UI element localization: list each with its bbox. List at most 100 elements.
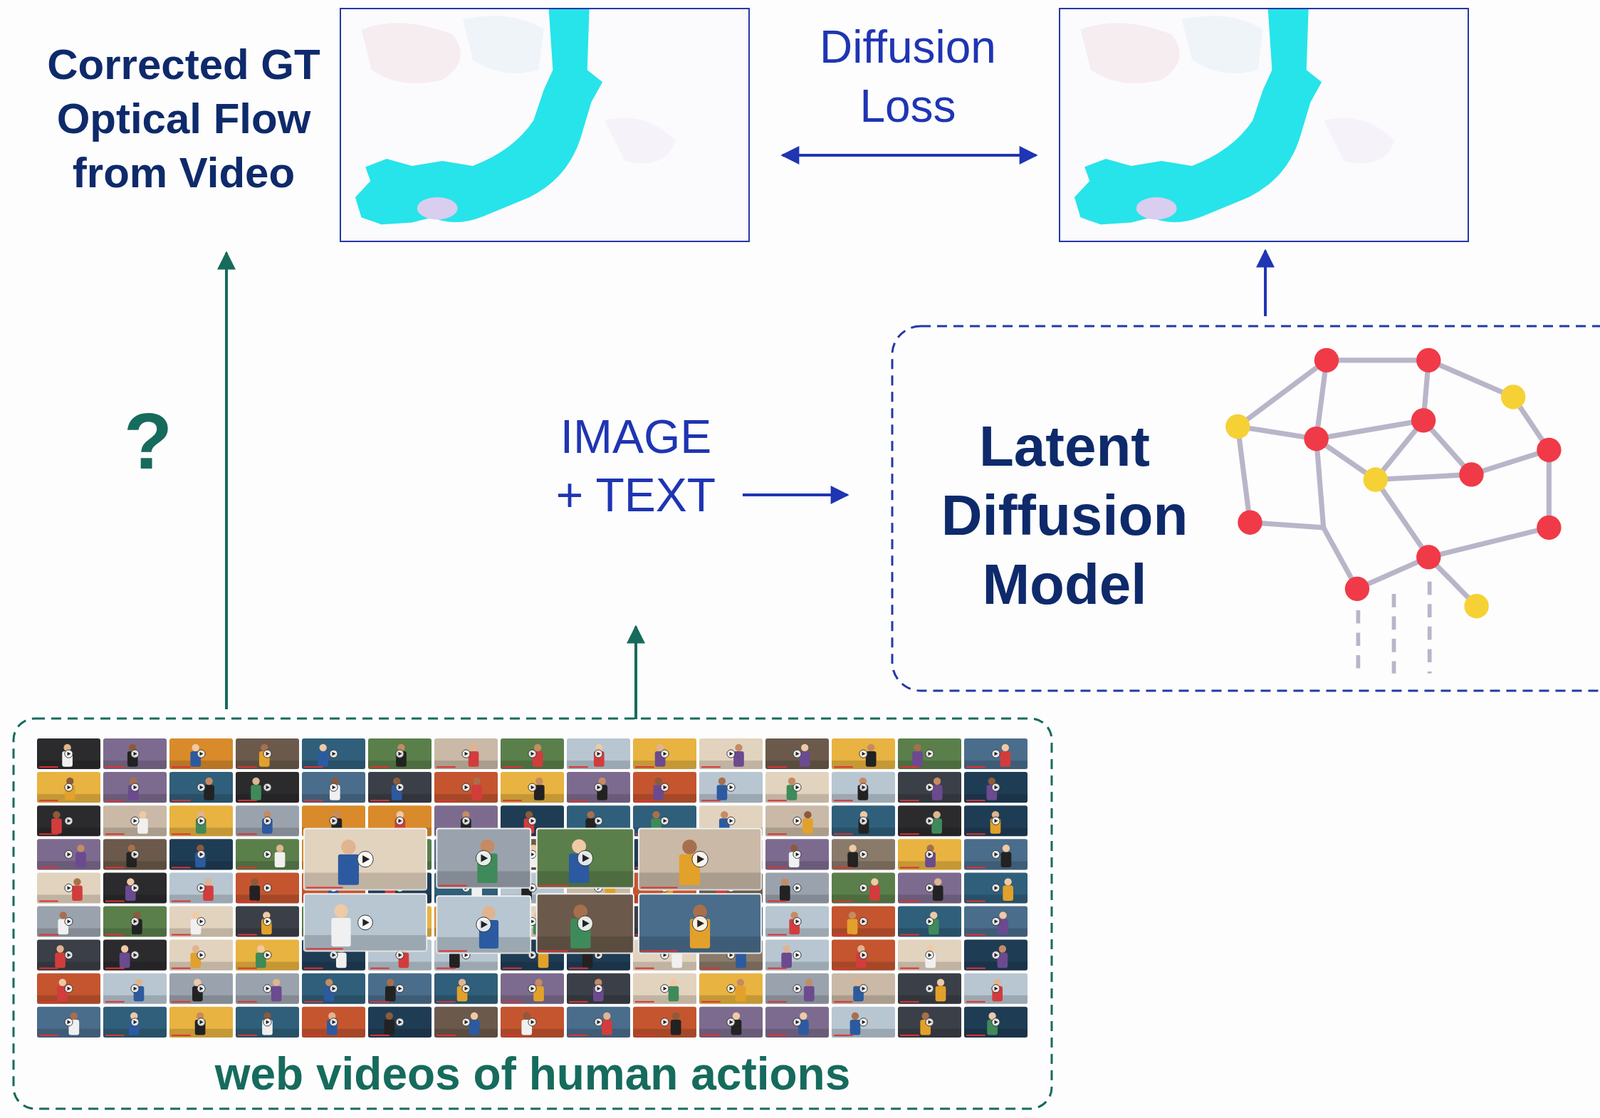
video-thumbnail	[301, 961, 366, 971]
video-thumbnail	[395, 749, 404, 758]
video-thumbnail	[103, 838, 167, 870]
video-thumbnail	[464, 986, 469, 991]
video-thumbnail	[103, 771, 167, 803]
video-thumbnail	[436, 895, 531, 953]
video-thumbnail	[436, 766, 456, 768]
video-thumbnail	[266, 818, 270, 824]
video-thumbnail	[332, 818, 337, 824]
video-thumbnail	[171, 799, 191, 802]
video-thumbnail	[765, 906, 829, 938]
video-thumbnail	[169, 793, 233, 803]
video-thumbnail	[859, 883, 868, 892]
video-thumbnail	[582, 854, 590, 863]
connector-arrow	[782, 153, 1037, 157]
video-thumbnail	[937, 978, 945, 986]
video-thumbnail	[169, 805, 233, 836]
network-icon-dashes	[1357, 581, 1430, 674]
video-thumbnail	[900, 967, 920, 970]
video-thumbnail	[434, 771, 498, 803]
video-thumbnail	[235, 872, 300, 903]
video-thumbnail	[692, 850, 708, 867]
network-icon-yellow-nodes	[1463, 593, 1489, 619]
video-thumbnail	[897, 939, 962, 971]
dataset-box: web videos of human actions	[12, 717, 1054, 1111]
video-thumbnail	[434, 973, 498, 1005]
video-thumbnail	[729, 986, 734, 991]
video-thumbnail	[847, 919, 859, 935]
video-thumbnail	[999, 911, 1007, 919]
video-thumbnail	[833, 1034, 854, 1037]
video-thumbnail	[237, 900, 258, 903]
video-thumbnail	[103, 1006, 167, 1038]
video-thumbnail	[37, 771, 101, 803]
video-thumbnail	[237, 833, 258, 835]
network-icon-red-nodes	[1536, 437, 1561, 463]
video-thumbnail	[765, 771, 829, 803]
video-thumbnail	[994, 751, 999, 757]
video-thumbnail	[37, 838, 101, 870]
video-thumbnail	[594, 984, 603, 993]
video-thumbnail	[464, 751, 469, 757]
video-thumbnail	[635, 799, 655, 802]
video-thumbnail	[831, 838, 896, 870]
video-thumbnail	[925, 883, 934, 892]
video-thumbnail	[235, 771, 300, 803]
video-thumbnail	[897, 838, 962, 870]
video-thumbnail	[1002, 844, 1010, 852]
video-thumbnail	[793, 883, 802, 892]
video-thumbnail	[64, 749, 73, 758]
network-icon-yellow-nodes	[1363, 467, 1388, 492]
video-thumbnail	[133, 818, 138, 824]
video-thumbnail	[73, 877, 81, 886]
video-thumbnail	[368, 973, 432, 1005]
video-thumbnail	[633, 973, 697, 1005]
video-thumbnail	[502, 1034, 522, 1037]
video-thumbnail	[859, 850, 868, 859]
optical-flow-image	[1060, 9, 1468, 241]
video-thumbnail	[103, 961, 167, 971]
video-thumbnail	[434, 973, 498, 1005]
video-thumbnail	[462, 816, 470, 825]
video-thumbnail	[793, 1018, 802, 1027]
network-icon-links	[1237, 426, 1250, 523]
network-icon-red-nodes	[1345, 576, 1370, 601]
video-thumbnail	[37, 738, 101, 770]
video-thumbnail	[633, 771, 697, 803]
video-thumbnail	[304, 1001, 324, 1003]
video-thumbnail	[103, 906, 167, 938]
connector-arrow	[225, 252, 228, 710]
video-thumbnail	[831, 738, 896, 770]
video-thumbnail	[793, 816, 802, 825]
video-thumbnail	[332, 986, 337, 991]
video-thumbnail	[964, 738, 1028, 770]
video-thumbnail	[897, 738, 962, 770]
network-icon-links	[1237, 360, 1327, 427]
network-icon-red-nodes	[1237, 348, 1561, 601]
model-box: Latent Diffusion Model	[890, 324, 1600, 693]
video-thumbnail	[306, 887, 344, 889]
video-thumbnail	[398, 986, 403, 991]
video-thumbnail	[462, 783, 470, 792]
video-thumbnail	[765, 1006, 829, 1038]
video-thumbnail	[263, 883, 272, 892]
video-thumbnail	[699, 771, 763, 803]
video-thumbnail	[169, 906, 233, 938]
video-thumbnail	[301, 760, 366, 770]
video-thumbnail	[765, 872, 829, 903]
video-thumbnail	[67, 885, 72, 891]
video-thumbnail	[999, 751, 1011, 767]
video-thumbnail	[462, 1018, 470, 1027]
video-thumbnail	[500, 973, 564, 1005]
video-thumbnail	[200, 751, 204, 757]
video-thumbnail	[897, 827, 962, 836]
video-thumbnail	[1002, 885, 1014, 902]
video-thumbnail	[133, 885, 138, 891]
video-thumbnail	[39, 967, 59, 970]
video-thumbnail	[964, 906, 1028, 938]
video-thumbnail	[765, 827, 829, 836]
video-thumbnail	[200, 952, 204, 958]
video-thumbnail	[531, 952, 535, 958]
video-thumbnail	[386, 978, 394, 986]
video-thumbnail	[782, 944, 790, 953]
video-thumbnail	[831, 838, 896, 870]
